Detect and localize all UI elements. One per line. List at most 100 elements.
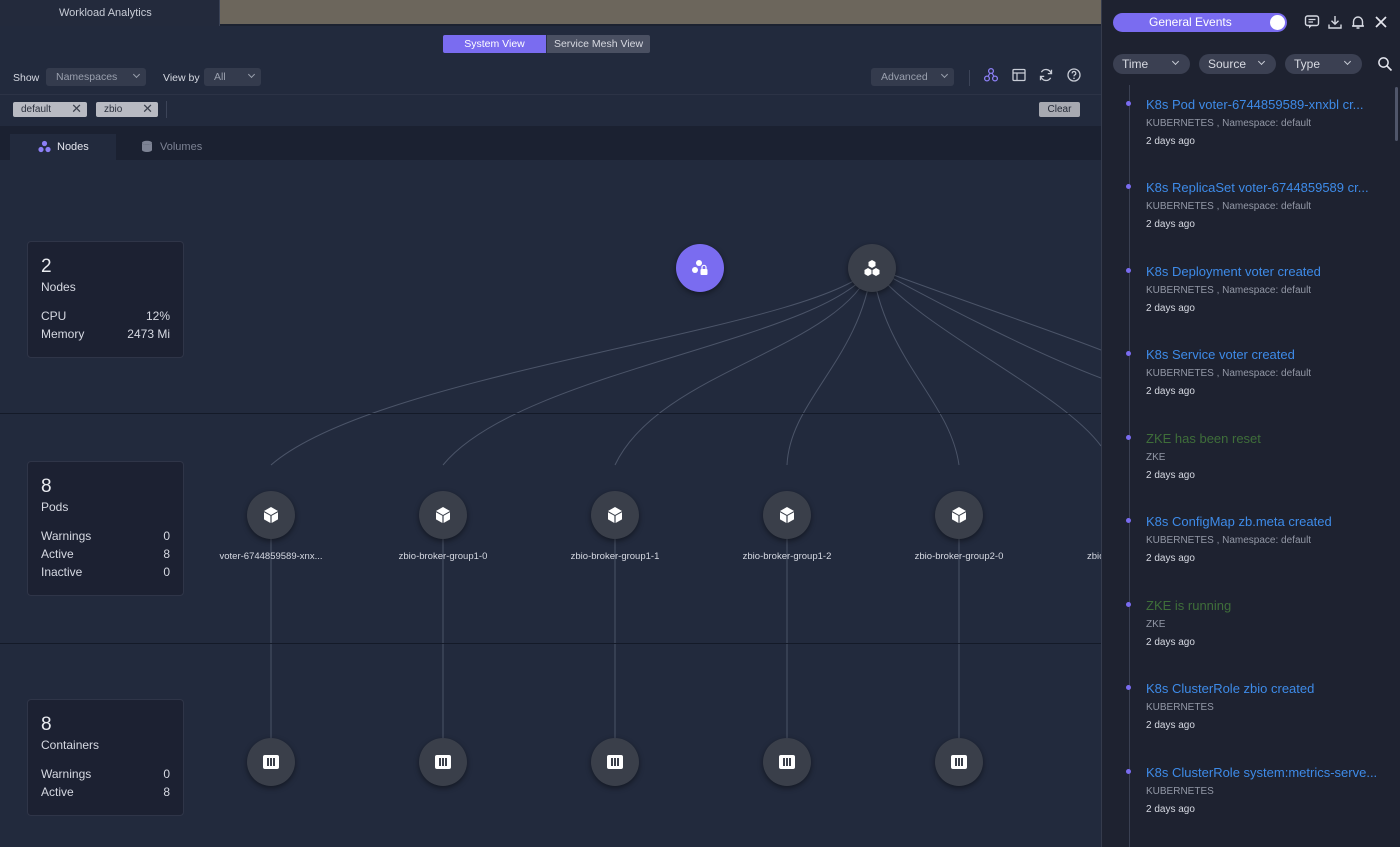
help-icon[interactable] (1066, 67, 1082, 83)
timeline-dot (1126, 351, 1131, 356)
container-node[interactable] (247, 738, 295, 786)
container-icon (951, 755, 967, 769)
event-source: KUBERNETES , Namespace: default (1146, 201, 1312, 212)
tier-divider (0, 413, 1101, 414)
tab-nodes[interactable]: Nodes (10, 134, 116, 160)
layout-icon[interactable] (1011, 67, 1027, 83)
show-select[interactable]: Namespaces (46, 68, 146, 86)
event-title[interactable]: K8s ClusterRole system:metrics-serve... (1146, 765, 1378, 780)
pod-node[interactable] (247, 491, 295, 539)
event-title[interactable]: K8s Pod voter-6744859589-xnxbl cr... (1146, 97, 1364, 112)
event-item[interactable]: K8s Pod voter-6744859589-xnxbl cr... KUB… (1102, 85, 1392, 168)
timeline-dot (1126, 184, 1131, 189)
general-events-toggle[interactable]: General Events (1113, 13, 1287, 32)
event-item[interactable]: K8s Deployment voter created KUBERNETES … (1102, 252, 1392, 335)
event-title[interactable]: ZKE has been reset (1146, 431, 1261, 446)
event-time: 2 days ago (1146, 720, 1195, 731)
event-source: KUBERNETES , Namespace: default (1146, 368, 1312, 379)
source-filter[interactable]: Source (1199, 54, 1276, 74)
cluster-node[interactable] (848, 244, 896, 292)
event-time: 2 days ago (1146, 219, 1195, 230)
event-title[interactable]: K8s ReplicaSet voter-6744859589 cr... (1146, 180, 1369, 195)
event-title[interactable]: K8s Deployment voter created (1146, 264, 1321, 279)
advanced-select[interactable]: Advanced (871, 68, 954, 86)
stat-key: Warnings (41, 767, 92, 781)
edge-node-out (871, 266, 1101, 379)
app-title-tab[interactable]: Workload Analytics (0, 0, 220, 26)
pod-node[interactable] (591, 491, 639, 539)
container-node[interactable] (591, 738, 639, 786)
container-node[interactable] (419, 738, 467, 786)
close-icon[interactable]: ✕ (71, 101, 82, 116)
edge-node-pod (270, 266, 873, 466)
service-mesh-view-button[interactable]: Service Mesh View (546, 35, 650, 53)
event-item[interactable]: ZKE is running ZKE 2 days ago (1102, 586, 1392, 669)
time-filter[interactable]: Time (1113, 54, 1190, 74)
type-filter-label: Type (1294, 57, 1321, 71)
event-item[interactable]: K8s ReplicaSet voter-6744859589 cr... KU… (1102, 168, 1392, 251)
event-title[interactable]: K8s ConfigMap zb.meta created (1146, 514, 1332, 529)
events-feed[interactable]: K8s Pod voter-6744859589-xnxbl cr... KUB… (1102, 85, 1392, 847)
pod-node[interactable] (763, 491, 811, 539)
pod-label: zbio-broker-group2-0 (914, 551, 1004, 562)
event-title[interactable]: K8s Service voter created (1146, 347, 1295, 362)
event-item[interactable]: K8s Service voter created KUBERNETES , N… (1102, 335, 1392, 418)
type-filter[interactable]: Type (1285, 54, 1362, 74)
event-time: 2 days ago (1146, 386, 1195, 397)
show-label: Show (13, 72, 40, 84)
event-item[interactable]: K8s ClusterRole system:metrics-serve... … (1102, 753, 1392, 836)
refresh-icon[interactable] (1038, 67, 1054, 83)
event-title[interactable]: K8s ClusterRole zbio created (1146, 681, 1315, 696)
event-title[interactable]: ZKE is running (1146, 598, 1232, 613)
event-source: KUBERNETES , Namespace: default (1146, 535, 1312, 546)
events-scrollbar[interactable] (1395, 87, 1398, 141)
edge-node-pod (442, 266, 873, 466)
viewby-select-value: All (214, 71, 226, 83)
window-tabbar: Workload Analytics (0, 0, 1101, 26)
events-panel: General Events Time Source Type (1101, 0, 1400, 847)
database-icon (142, 140, 152, 152)
event-item[interactable]: K8s ClusterRole zbio created KUBERNETES … (1102, 669, 1392, 752)
advanced-select-value: Advanced (881, 71, 928, 83)
tab-volumes[interactable]: Volumes (117, 134, 237, 160)
topology-icon[interactable] (983, 67, 999, 83)
nodes-count: 2 (41, 256, 52, 277)
close-icon[interactable] (1373, 14, 1389, 30)
chevron-down-icon (247, 70, 256, 79)
cube-icon (436, 507, 450, 523)
system-view-button[interactable]: System View (443, 35, 546, 53)
timeline-dot (1126, 685, 1131, 690)
tier-divider (0, 643, 1101, 644)
show-select-value: Namespaces (56, 71, 118, 83)
container-node[interactable] (935, 738, 983, 786)
general-events-label: General Events (1149, 15, 1232, 29)
stat-key: Memory (41, 327, 85, 341)
viewby-select[interactable]: All (204, 68, 261, 86)
event-source: ZKE (1146, 452, 1166, 463)
download-icon[interactable] (1327, 14, 1343, 30)
pod-label: zbio-broker-group1-0 (398, 551, 488, 562)
close-icon[interactable]: ✕ (142, 101, 153, 116)
filter-tag-default[interactable]: default ✕ (13, 102, 87, 117)
bell-icon[interactable] (1350, 14, 1366, 30)
timeline-dot (1126, 101, 1131, 106)
cluster-node-selected[interactable] (676, 244, 724, 292)
stat-key: Active (41, 547, 74, 561)
container-node[interactable] (763, 738, 811, 786)
chat-icon[interactable] (1304, 14, 1320, 30)
pod-node[interactable] (935, 491, 983, 539)
event-item[interactable]: K8s ConfigMap zb.meta created KUBERNETES… (1102, 502, 1392, 585)
search-icon[interactable] (1377, 56, 1393, 72)
cube-icon (952, 507, 966, 523)
event-source: ZKE (1146, 619, 1166, 630)
event-item[interactable]: ZKE has been reset ZKE 2 days ago (1102, 419, 1392, 502)
toolbar-divider (969, 70, 970, 86)
filter-tag-zbio[interactable]: zbio ✕ (96, 102, 158, 117)
clear-button[interactable]: Clear (1039, 102, 1080, 117)
pod-node[interactable] (419, 491, 467, 539)
